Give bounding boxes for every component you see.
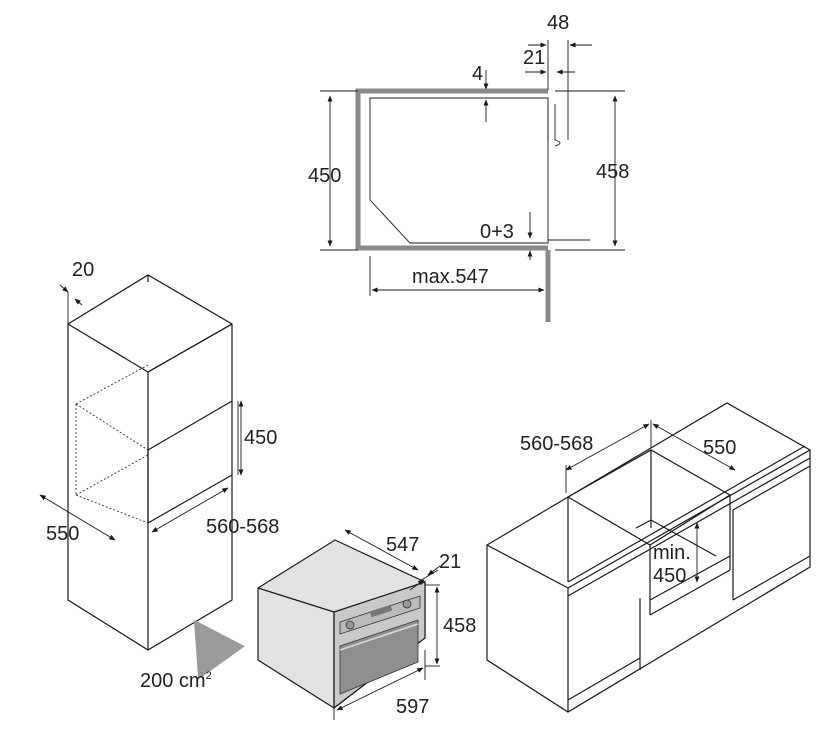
dim-450-min: 450 (653, 565, 686, 587)
dim-4: 4 (472, 63, 483, 85)
dim-21-door: 21 (439, 551, 461, 573)
base-cabinet: 560-568 550 min. 450 (486, 402, 811, 713)
dim-max547: max.547 (412, 266, 489, 288)
dim-560-568-top: 560-568 (520, 433, 593, 455)
dim-550-depth: 550 (703, 437, 736, 459)
knob-icon (345, 620, 355, 630)
oven-appliance: 547 21 458 597 (257, 529, 476, 720)
dim-458: 458 (596, 161, 629, 183)
dim-450: 450 (308, 165, 341, 187)
door-section (554, 104, 561, 147)
vent-area: 200 cm2 (140, 670, 212, 692)
dim-21: 21 (523, 47, 545, 69)
section-view: 48 21 4 450 458 0+3 max.547 (308, 12, 629, 322)
dim-450-niche: 450 (244, 427, 277, 449)
dim-458-height: 458 (443, 615, 476, 637)
dim-597: 597 (396, 696, 429, 718)
dim-547: 547 (386, 534, 419, 556)
dim-560-568: 560-568 (206, 516, 279, 538)
dim-0-3: 0+3 (480, 221, 514, 243)
oven-section (369, 97, 549, 244)
dim-550: 550 (46, 523, 79, 545)
dim-20: 20 (72, 259, 94, 281)
dim-min: min. (653, 542, 691, 564)
niche-panel (355, 88, 548, 250)
airflow-arrow-icon (193, 619, 245, 680)
dim-48: 48 (547, 12, 569, 34)
column-cabinet: 20 450 550 560-568 200 cm2 (39, 259, 279, 692)
knob-icon (402, 599, 412, 609)
